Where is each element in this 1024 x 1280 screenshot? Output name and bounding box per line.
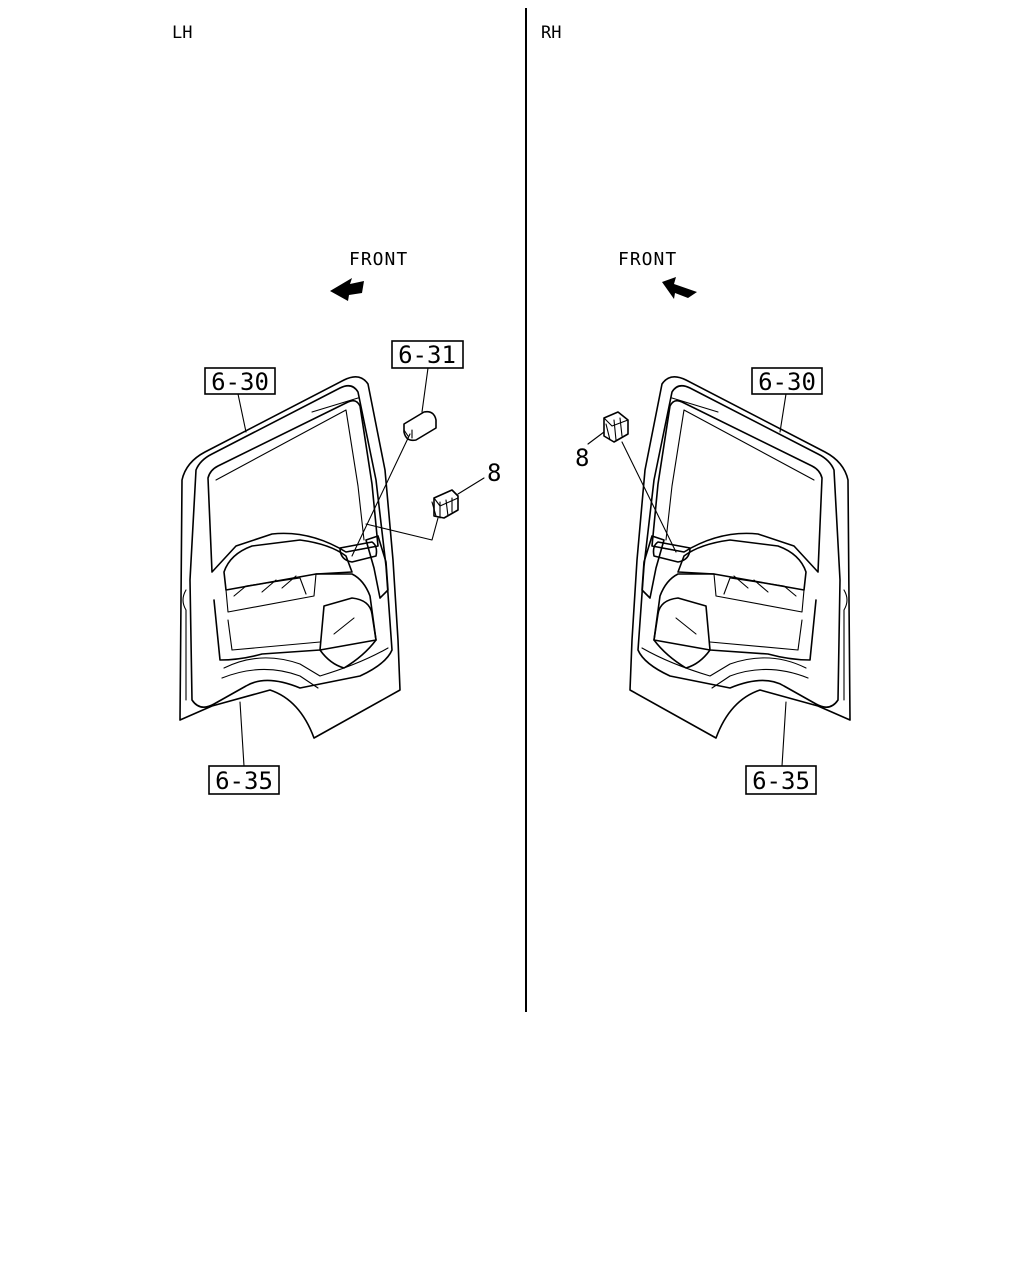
rh-bottom-ref-box: [745, 765, 817, 795]
rh-part-number-label: 8: [575, 444, 589, 472]
lh-clip-part: [431, 489, 459, 519]
lh-front-arrow-icon: [330, 278, 364, 301]
lh-bottom-ref-label: 6-35: [215, 767, 273, 795]
lh-switch-ref-leader: [421, 367, 429, 413]
rh-panel: RH FRONT: [541, 23, 851, 795]
lh-door-drawing: [179, 376, 401, 739]
lh-bottom-ref-leader: [239, 701, 245, 767]
rh-bottom-ref-label: 6-35: [752, 767, 810, 795]
lh-part-number-label: 8: [487, 459, 501, 487]
lh-switch-install-line: [351, 433, 411, 557]
rh-clip-part: [603, 411, 629, 443]
rh-part-number-leader: [587, 431, 605, 445]
lh-side-label: LH: [172, 23, 192, 43]
lh-switch-ref-box: [391, 340, 464, 369]
lh-top-ref-label: 6-30: [211, 368, 269, 396]
rh-side-label: RH: [541, 23, 561, 43]
lh-top-ref-leader: [237, 393, 247, 433]
rh-front-arrow-icon: [662, 277, 697, 299]
rh-top-ref-leader: [779, 393, 787, 433]
lh-switch-ref-label: 6-31: [398, 341, 456, 369]
rh-door-drawing: [629, 376, 851, 739]
rh-top-ref-box: [751, 367, 823, 395]
rh-front-label: FRONT: [618, 249, 677, 270]
lh-panel: LH FRONT: [172, 23, 501, 795]
lh-front-label: FRONT: [349, 249, 408, 270]
lh-top-ref-box: [204, 367, 276, 395]
rh-top-ref-label: 6-30: [758, 368, 816, 396]
lh-bottom-ref-box: [208, 765, 280, 795]
lh-power-window-switch: [403, 410, 437, 442]
lh-clip-install-line: [365, 517, 439, 541]
rh-clip-install-line: [621, 441, 677, 553]
rh-bottom-ref-leader: [781, 701, 787, 767]
lh-part-number-leader: [457, 477, 485, 495]
